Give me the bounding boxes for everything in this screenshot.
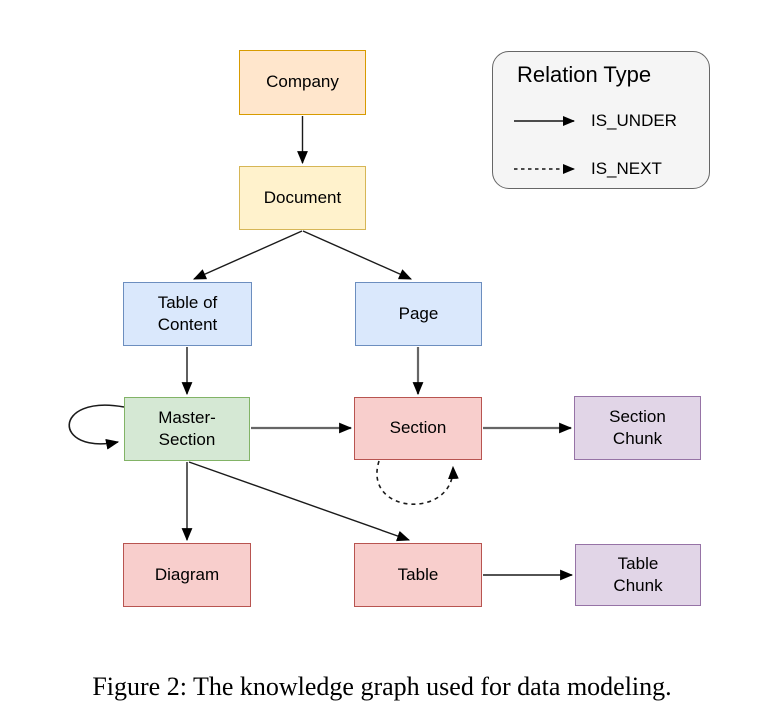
node-label: Page	[398, 303, 439, 323]
node-master-section: Master- Section	[124, 397, 250, 461]
edge-master-section-self-loop	[68, 404, 125, 450]
edge-section-self-loop-dashed	[376, 460, 459, 506]
node-label: Section	[389, 418, 447, 438]
legend-box: Relation Type IS_UNDER IS_NEXT	[492, 51, 710, 189]
node-section: Section	[354, 397, 482, 460]
node-label: Table Chunk	[613, 553, 663, 595]
node-label: Master- Section	[158, 407, 216, 449]
edge-document-toc	[193, 230, 303, 280]
node-company: Company	[239, 50, 366, 115]
dashed-arrow-icon	[514, 164, 575, 174]
node-page: Page	[355, 282, 482, 346]
node-label: Document	[263, 187, 342, 207]
node-table-chunk: Table Chunk	[575, 544, 701, 606]
figure-caption: Figure 2: The knowledge graph used for d…	[92, 672, 672, 701]
node-label: Section Chunk	[609, 406, 666, 448]
edge-master-section-table	[188, 461, 411, 542]
node-table: Table	[354, 543, 482, 607]
node-document: Document	[239, 166, 366, 230]
node-diagram: Diagram	[123, 543, 251, 607]
edges-layer	[68, 116, 574, 581]
legend-item-is-under: IS_UNDER	[513, 111, 677, 131]
node-label: Table of Content	[157, 292, 218, 334]
node-table-of-content: Table of Content	[123, 282, 252, 346]
node-label: Table	[397, 564, 439, 584]
edge-document-page	[302, 230, 412, 280]
node-label: Diagram	[154, 564, 220, 584]
node-section-chunk: Section Chunk	[574, 396, 701, 460]
legend-label: IS_UNDER	[591, 111, 677, 130]
legend-item-is-next: IS_NEXT	[513, 159, 662, 179]
solid-arrow-icon	[514, 116, 575, 126]
node-label: Company	[266, 72, 339, 92]
legend-label: IS_NEXT	[591, 159, 662, 178]
legend-title: Relation Type	[517, 62, 652, 87]
